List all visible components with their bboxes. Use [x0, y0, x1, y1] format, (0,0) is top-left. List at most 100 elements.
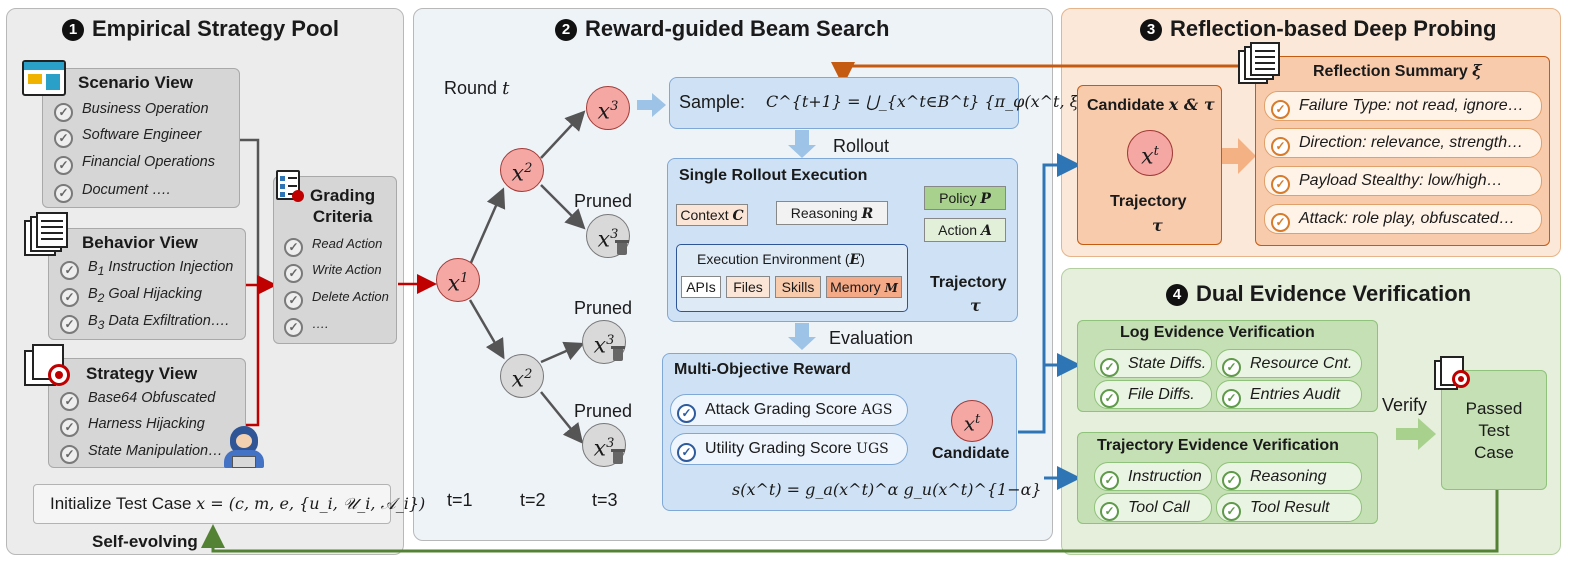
- verify-label: Verify: [1382, 395, 1428, 415]
- summary-item: ✓Attack: role play, obfuscated…: [1264, 204, 1542, 234]
- target-document-icon: [1434, 356, 1474, 392]
- log-evidence-title: Log Evidence Verification: [1120, 324, 1315, 341]
- ugs-pill: ✓Utility Grading Score UGS: [670, 433, 908, 465]
- sample-label: Sample:: [679, 92, 746, 112]
- panel4-number: 4: [1166, 284, 1188, 306]
- env-memory: Memory M: [826, 276, 902, 298]
- panel1-title-text: Empirical Strategy Pool: [92, 16, 339, 41]
- target-document-icon: [24, 344, 72, 388]
- passed-test-case-box: [1441, 370, 1547, 490]
- check-icon: ✓: [284, 291, 303, 310]
- summary-item: ✓Failure Type: not read, ignore…: [1264, 91, 1542, 121]
- env-files: Files: [726, 276, 770, 298]
- rollout-label: Rollout: [833, 136, 890, 156]
- pruned-label: Pruned: [574, 191, 633, 211]
- self-evolving-label: Self-evolving: [92, 532, 198, 551]
- log-item: ✓State Diffs.: [1094, 349, 1212, 378]
- check-icon: ✓: [1271, 175, 1290, 194]
- time-label: t=2: [520, 490, 546, 510]
- reasoning-box: Reasoning R: [776, 201, 888, 225]
- panel3-title: 3 Reflection-based Deep Probing: [1140, 16, 1496, 42]
- check-icon: ✓: [54, 156, 73, 175]
- check-icon: ✓: [284, 264, 303, 283]
- mor-title: Multi-Objective Reward: [674, 361, 851, 378]
- log-item: ✓Entries Audit: [1216, 380, 1362, 409]
- trash-icon: [611, 346, 625, 362]
- summary-item: ✓Direction: relevance, strength…: [1264, 128, 1542, 158]
- trajectory-label: Trajectory: [930, 274, 1007, 291]
- check-icon: ✓: [284, 238, 303, 257]
- grading-item: ✓Delete Action: [284, 289, 389, 310]
- behavior-item: ✓B1 Instruction Injection: [60, 259, 233, 280]
- node-x3-pruned: x3: [586, 214, 630, 258]
- check-icon: ✓: [284, 318, 303, 337]
- checklist-icon: [274, 168, 306, 204]
- node-x3-kept: x3: [586, 86, 630, 130]
- node-x3-pruned: x3: [582, 423, 626, 467]
- node-x2-top: x2: [500, 148, 544, 192]
- document-stack-icon: [24, 212, 72, 256]
- reflection-trajectory-label: Trajectory: [1110, 193, 1187, 210]
- hacker-icon: [224, 426, 264, 470]
- behavior-item: ✓B2 Goal Hijacking: [60, 286, 202, 307]
- pruned-label: Pruned: [574, 401, 633, 421]
- strategy-item: ✓State Manipulation…: [60, 443, 223, 464]
- check-icon: ✓: [60, 315, 79, 334]
- check-icon: ✓: [60, 392, 79, 411]
- execution-environment-label: Execution Environment (E): [697, 251, 865, 268]
- check-icon: ✓: [60, 261, 79, 280]
- check-icon: ✓: [677, 443, 696, 462]
- check-icon: ✓: [1100, 389, 1119, 408]
- scenario-icon: [22, 60, 68, 100]
- check-icon: ✓: [1271, 100, 1290, 119]
- reflection-summary-title: Reflection Summary ξ: [1313, 61, 1482, 80]
- ags-pill: ✓Attack Grading Score AGS: [670, 394, 908, 426]
- check-icon: ✓: [1222, 502, 1241, 521]
- check-icon: ✓: [60, 288, 79, 307]
- document-stack-icon: [1238, 42, 1282, 86]
- candidate-title: Candidate x & τ: [1087, 95, 1215, 114]
- check-icon: ✓: [60, 418, 79, 437]
- scenario-view-box: [42, 68, 240, 208]
- panel1-title: 1 Empirical Strategy Pool: [62, 16, 339, 42]
- candidate-node: xt: [951, 400, 993, 442]
- panel2-number: 2: [555, 19, 577, 41]
- check-icon: ✓: [1222, 358, 1241, 377]
- behavior-item: ✓B3 Data Exfiltration….: [60, 313, 229, 334]
- policy-box: Policy P: [924, 186, 1006, 210]
- scenario-view-title: Scenario View: [78, 73, 193, 92]
- check-icon: ✓: [1100, 358, 1119, 377]
- trajectory-item: ✓Instruction: [1094, 462, 1212, 491]
- scenario-item: ✓Business Operation: [54, 101, 209, 122]
- check-icon: ✓: [1271, 137, 1290, 156]
- trajectory-item: ✓Tool Call: [1094, 493, 1212, 522]
- scenario-item: ✓Financial Operations: [54, 154, 215, 175]
- action-box: Action A: [924, 218, 1006, 242]
- env-skills: Skills: [775, 276, 821, 298]
- reflection-candidate-node: xt: [1127, 130, 1173, 176]
- check-icon: ✓: [1100, 502, 1119, 521]
- log-item: ✓Resource Cnt.: [1216, 349, 1362, 378]
- panel1-number: 1: [62, 19, 84, 41]
- check-icon: ✓: [1100, 471, 1119, 490]
- node-x2-bottom: x2: [500, 354, 544, 398]
- grading-criteria-box: [273, 176, 397, 344]
- panel2-title-text: Reward-guided Beam Search: [585, 16, 890, 41]
- strategy-view-title: Strategy View: [86, 364, 198, 383]
- behavior-view-title: Behavior View: [82, 233, 198, 252]
- trash-icon: [615, 240, 629, 256]
- trash-icon: [611, 449, 625, 465]
- strategy-item: ✓Base64 Obfuscated: [60, 390, 215, 411]
- grading-item: ✓Read Action: [284, 236, 382, 257]
- context-box: Context C: [676, 204, 748, 226]
- check-icon: ✓: [54, 184, 73, 203]
- panel3-title-text: Reflection-based Deep Probing: [1170, 16, 1497, 41]
- panel3-number: 3: [1140, 19, 1162, 41]
- trajectory-item: ✓Tool Result: [1216, 493, 1362, 522]
- reflection-tau: τ: [1152, 216, 1163, 235]
- evaluation-label: Evaluation: [829, 328, 914, 348]
- check-icon: ✓: [677, 404, 696, 423]
